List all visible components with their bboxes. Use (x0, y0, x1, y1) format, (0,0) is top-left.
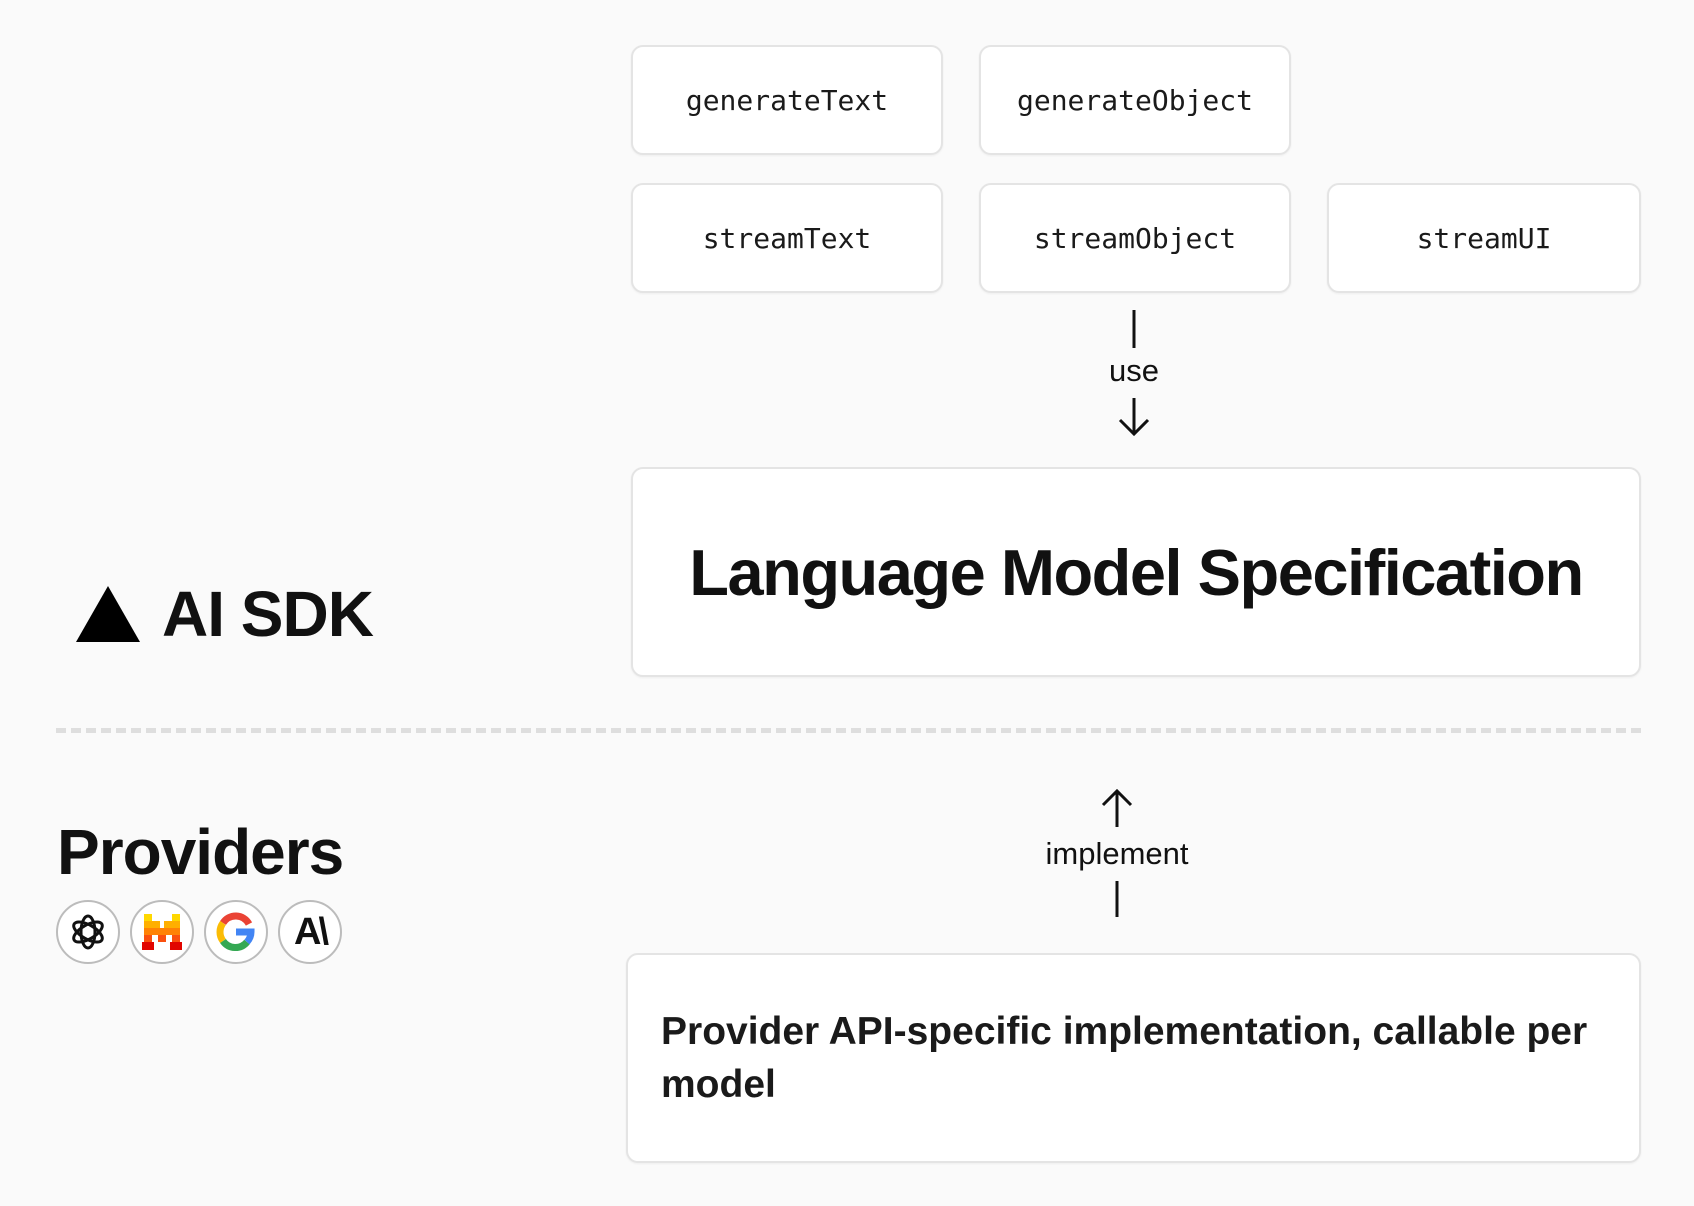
use-label: use (1109, 353, 1159, 388)
spec-title: Language Model Specification (689, 535, 1584, 609)
use-connector: use (1079, 310, 1189, 438)
generate-object-label: generateObject (1016, 83, 1253, 117)
provider-logos: A\ (56, 900, 352, 964)
generate-object-box: generateObject (979, 45, 1291, 155)
stream-ui-box: streamUI (1327, 183, 1641, 293)
provider-implementation-box: Provider API-specific implementation, ca… (626, 953, 1641, 1163)
implement-connector-line (1115, 881, 1119, 917)
generate-text-label: generateText (685, 83, 889, 117)
ai-sdk-title: AI SDK (162, 578, 374, 650)
generate-text-box: generateText (631, 45, 943, 155)
stream-text-box: streamText (631, 183, 943, 293)
section-divider (56, 728, 1641, 733)
ai-sdk-brand: AI SDK (76, 577, 374, 651)
anthropic-glyph: A\ (294, 910, 329, 953)
mistral-icon (130, 900, 194, 964)
providers-title: Providers (57, 816, 344, 888)
arrow-up-icon (1101, 788, 1133, 827)
openai-icon (56, 900, 120, 964)
stream-object-label: streamObject (1033, 221, 1237, 255)
stream-text-label: streamText (702, 221, 872, 255)
use-connector-line (1132, 310, 1136, 348)
triangle-logo-icon (76, 586, 140, 642)
google-icon (204, 900, 268, 964)
arrow-down-icon (1118, 398, 1150, 437)
stream-object-box: streamObject (979, 183, 1291, 293)
implement-connector: implement (1017, 787, 1217, 917)
anthropic-icon: A\ (278, 900, 342, 964)
implement-label: implement (1045, 836, 1189, 871)
language-model-spec-box: Language Model Specification (631, 467, 1641, 677)
implementation-text: Provider API-specific implementation, ca… (661, 1010, 1588, 1106)
stream-ui-label: streamUI (1416, 221, 1552, 255)
